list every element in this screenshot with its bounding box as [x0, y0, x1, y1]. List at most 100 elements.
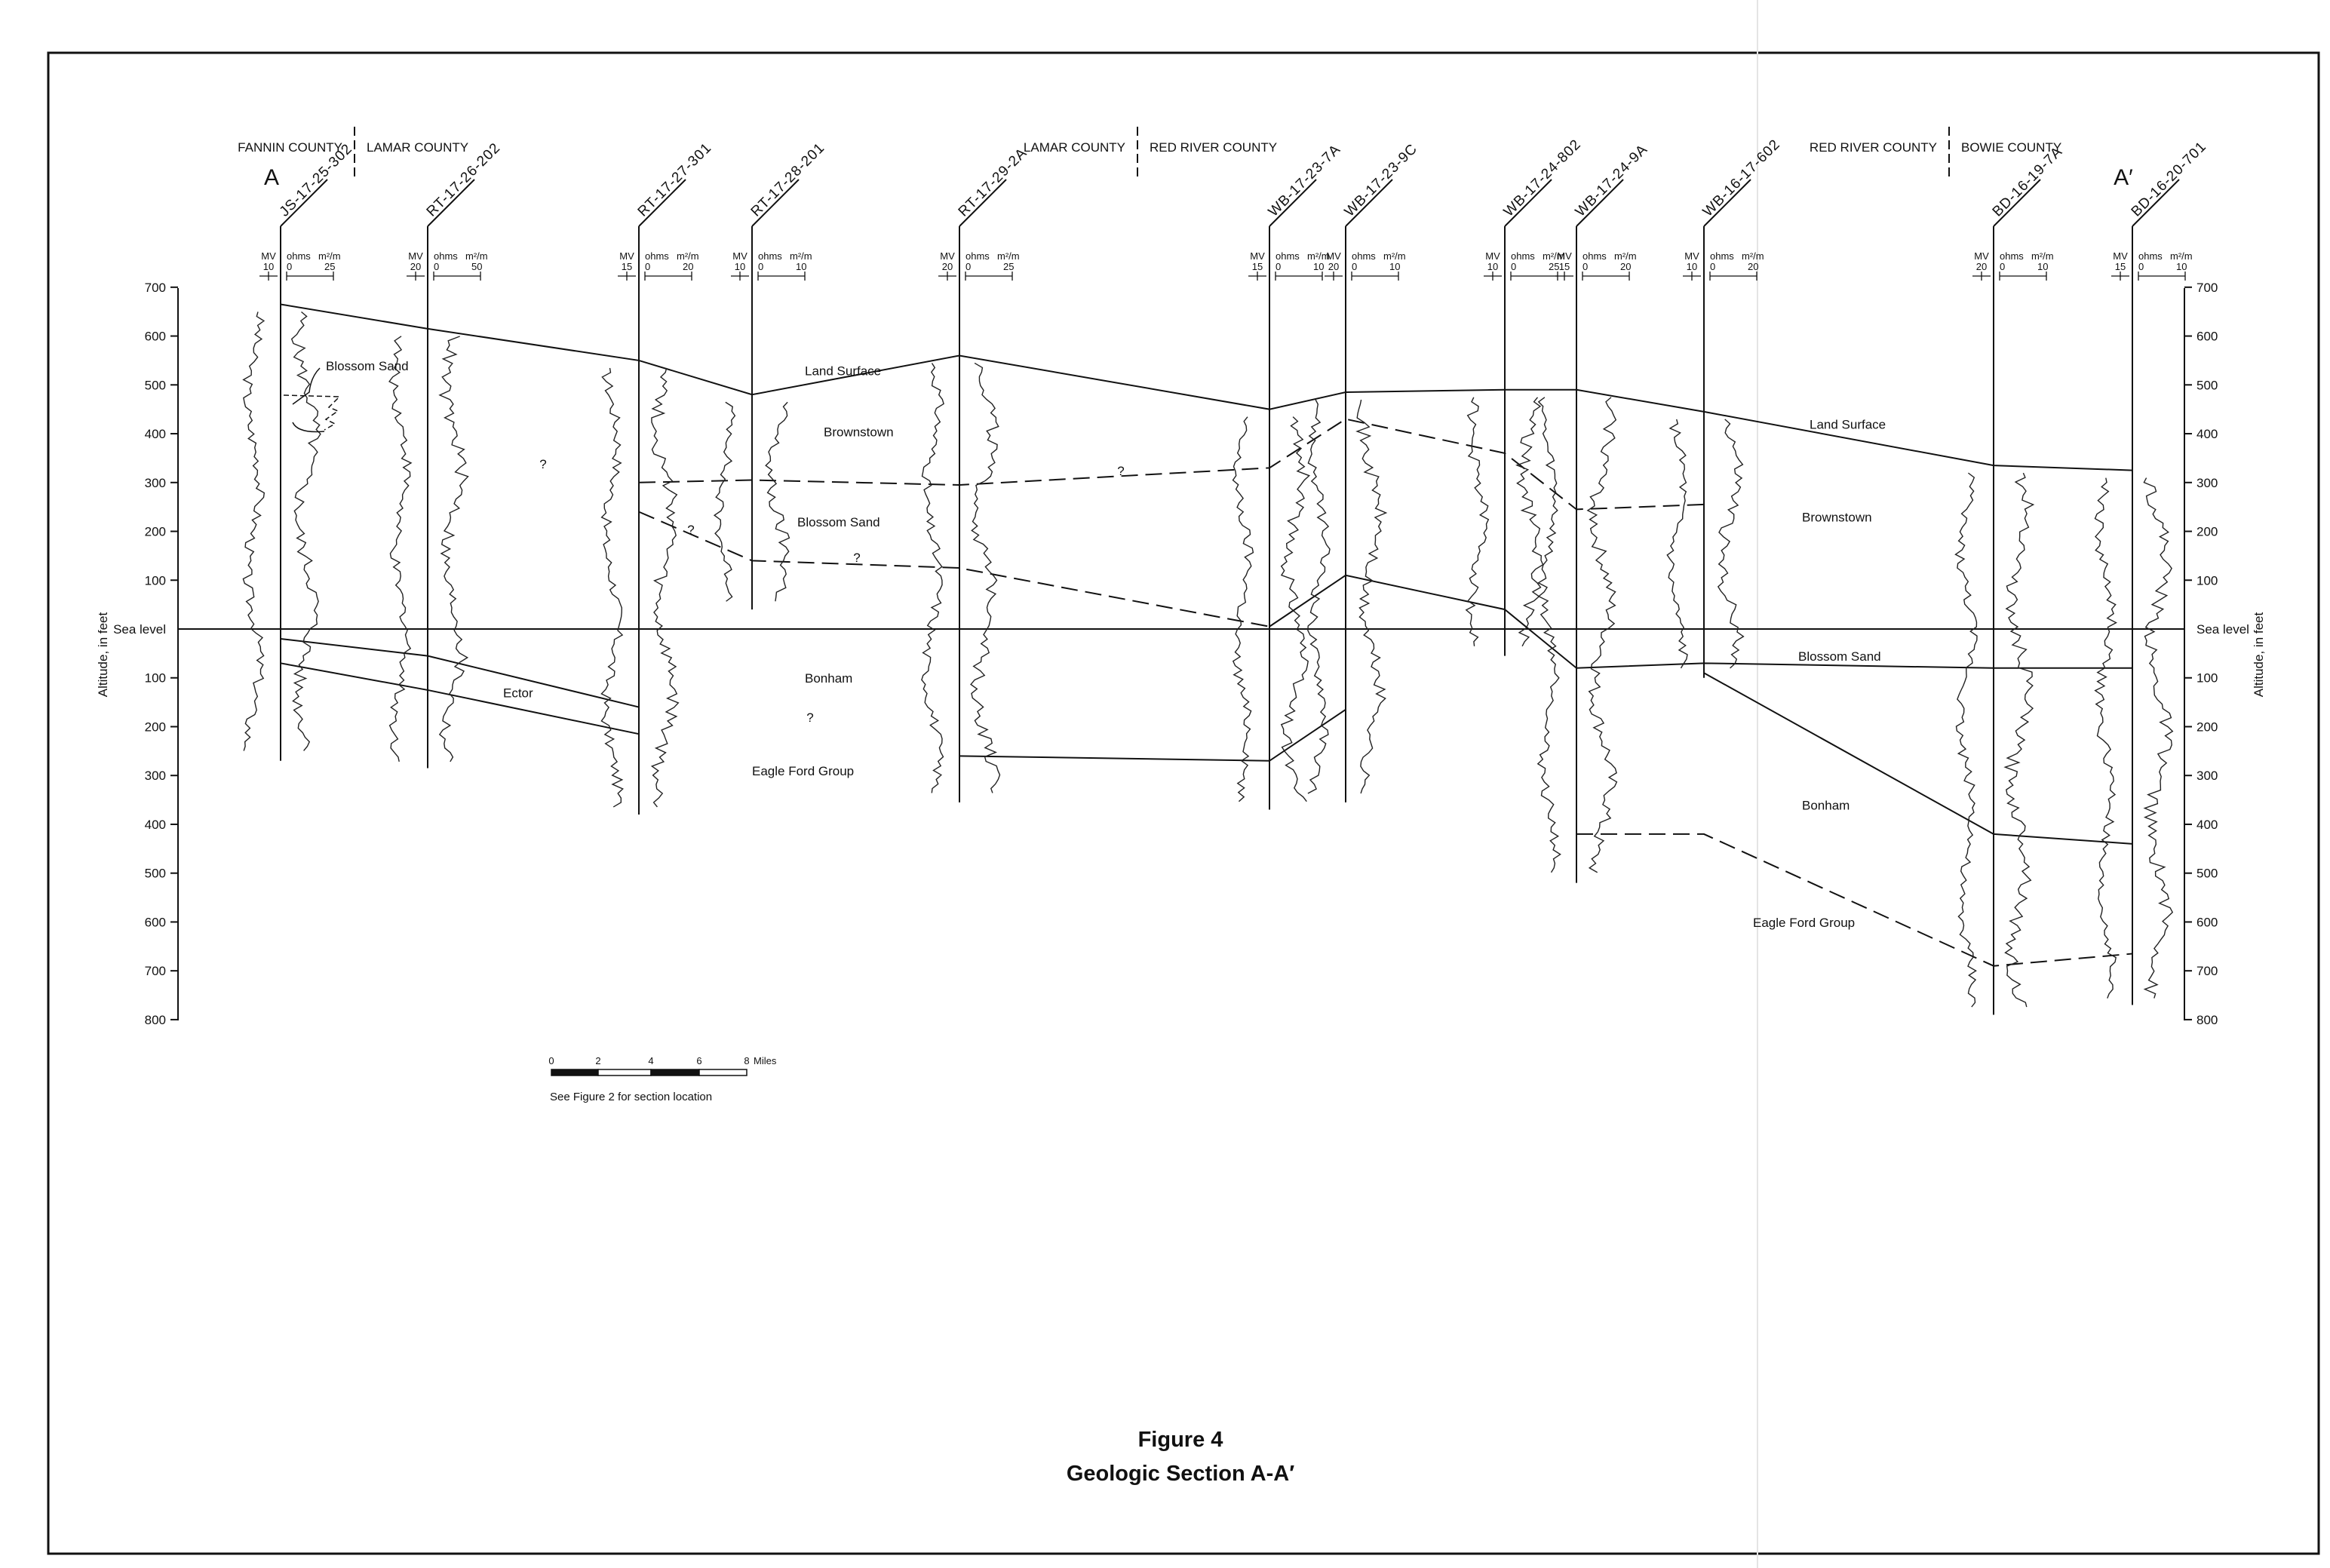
- well-id-label: WB-17-23-9C: [1342, 141, 1421, 220]
- figure-number: Figure 4: [1138, 1428, 1223, 1452]
- scale-unit: Miles: [754, 1055, 777, 1066]
- log-header-res-bar: [1709, 272, 1757, 281]
- unit-contact-line: [638, 511, 1270, 628]
- county-label-fannin: FANNIN COUNTY: [238, 140, 342, 155]
- sp-log-curve: [1465, 397, 1490, 646]
- well-id-leader: [751, 179, 800, 227]
- unit-contacts: ?????: [280, 303, 2133, 967]
- section-end-a-prime: A′: [2114, 165, 2133, 190]
- log-header-conductivity: m²/m: [318, 250, 341, 262]
- axis-tick-label: 500: [145, 867, 166, 881]
- axis-tick-label: 500: [145, 378, 166, 392]
- log-header-mv-scale: 10: [263, 261, 274, 272]
- resistivity-log-curve: [2003, 472, 2035, 1008]
- log-header-ohms-min: 0: [2000, 261, 2005, 272]
- axis-tick-label: 400: [2196, 818, 2218, 832]
- uncertain-contact-mark: ?: [687, 523, 694, 537]
- log-header-ohms: ohms: [965, 250, 990, 262]
- scale-bar: 0 2 4 6 8 Miles See Figure 2 for section…: [548, 1055, 776, 1103]
- log-header-conductivity: m²/m: [465, 250, 488, 262]
- log-header-ohms-min: 0: [1276, 261, 1281, 272]
- well-id-leader: [1345, 179, 1393, 227]
- log-header-res-bar: [1999, 272, 2047, 281]
- sp-log-curve: [921, 363, 944, 793]
- unit-label: Bonham: [805, 671, 852, 686]
- figure-frame: [47, 51, 2320, 1555]
- log-header-ohms-min: 0: [1511, 261, 1516, 272]
- log-header-res-bar: [1275, 272, 1323, 281]
- log-header-ohms-max: 20: [1620, 261, 1631, 272]
- log-header-ohms-max: 10: [2176, 261, 2187, 272]
- log-header-res-bar: [1582, 272, 1630, 281]
- sp-log-curve: [1954, 472, 1978, 1008]
- log-header-conductivity: m²/m: [1614, 250, 1637, 262]
- sp-log-curve: [1666, 419, 1688, 669]
- log-header-ohms: ohms: [645, 250, 669, 262]
- sea-level-label: Sea level: [2196, 622, 2249, 637]
- sp-log-curve: [1232, 416, 1254, 802]
- sp-log-curve: [242, 311, 266, 751]
- log-header-ohms-max: 50: [471, 261, 482, 272]
- log-header-res-bar: [2138, 272, 2186, 281]
- axis-tick-label: 700: [145, 281, 166, 295]
- axis-tick-label: 300: [2196, 476, 2218, 490]
- axis-tick-label: 200: [145, 525, 166, 539]
- log-header-ohms: ohms: [1352, 250, 1376, 262]
- log-header-ohms-max: 20: [1748, 261, 1758, 272]
- well-id-leader: [638, 179, 686, 227]
- log-header-conductivity: m²/m: [1543, 250, 1565, 262]
- scale-tick-4: 4: [648, 1055, 653, 1066]
- axis-tick-label: 700: [2196, 964, 2218, 978]
- county-label-lamar: LAMAR COUNTY: [367, 140, 468, 155]
- well-id-leader: [959, 179, 1007, 227]
- log-header-mv-bar: [407, 272, 425, 281]
- unit-contact-line: [1703, 672, 2133, 845]
- log-header-mv-bar: [618, 272, 636, 281]
- well-id-label: WB-17-23-7A: [1266, 142, 1344, 220]
- well-id-label: RT-17-27-301: [635, 140, 715, 220]
- resistivity-log-curve: [1280, 416, 1311, 802]
- log-header-conductivity: m²/m: [1383, 250, 1406, 262]
- log-header-mv-scale: 15: [2115, 261, 2126, 272]
- county-labels: FANNIN COUNTY LAMAR COUNTY LAMAR COUNTY …: [238, 127, 2061, 180]
- log-header-ohms-max: 10: [796, 261, 806, 272]
- resistivity-log-curve: [970, 362, 1001, 793]
- unit-label: Land Surface: [1810, 418, 1886, 432]
- county-label-lamar-2: LAMAR COUNTY: [1024, 140, 1125, 155]
- log-header-mv: MV: [619, 250, 634, 262]
- log-header-mv-bar: [1555, 272, 1573, 281]
- log-header-ohms-min: 0: [758, 261, 763, 272]
- axis-tick-label: 600: [145, 330, 166, 344]
- unit-label: Land Surface: [805, 364, 881, 378]
- well-id-label: BD-16-19-7A: [1990, 143, 2066, 219]
- log-header-ohms-max: 10: [1313, 261, 1324, 272]
- unit-label: Eagle Ford Group: [752, 764, 854, 778]
- log-header-ohms: ohms: [2138, 250, 2163, 262]
- log-header-mv: MV: [1326, 250, 1341, 262]
- unit-label: Brownstown: [1802, 511, 1872, 525]
- log-header-mv-scale: 15: [622, 261, 632, 272]
- county-label-red-river: RED RIVER COUNTY: [1150, 140, 1277, 155]
- log-header-ohms-max: 25: [1003, 261, 1014, 272]
- log-header-mv: MV: [2113, 250, 2128, 262]
- scale-tick-6: 6: [696, 1055, 701, 1066]
- well-id-label: WB-17-24-9A: [1573, 142, 1651, 220]
- log-header-mv-scale: 20: [1328, 261, 1339, 272]
- axis-tick-label: 700: [145, 964, 166, 978]
- log-header-ohms-min: 0: [1582, 261, 1588, 272]
- blossom-sand-pointer: [283, 367, 341, 433]
- log-header-mv-bar: [1683, 272, 1701, 281]
- log-header-res-bar: [757, 272, 806, 281]
- unit-contact-line: [1269, 574, 2132, 669]
- axis-tick-label: 300: [145, 476, 166, 490]
- log-header-ohms: ohms: [1710, 250, 1734, 262]
- right-axis-title: Altitude, in feet: [2252, 612, 2266, 697]
- log-header-conductivity: m²/m: [1742, 250, 1764, 262]
- log-header-mv: MV: [1485, 250, 1500, 262]
